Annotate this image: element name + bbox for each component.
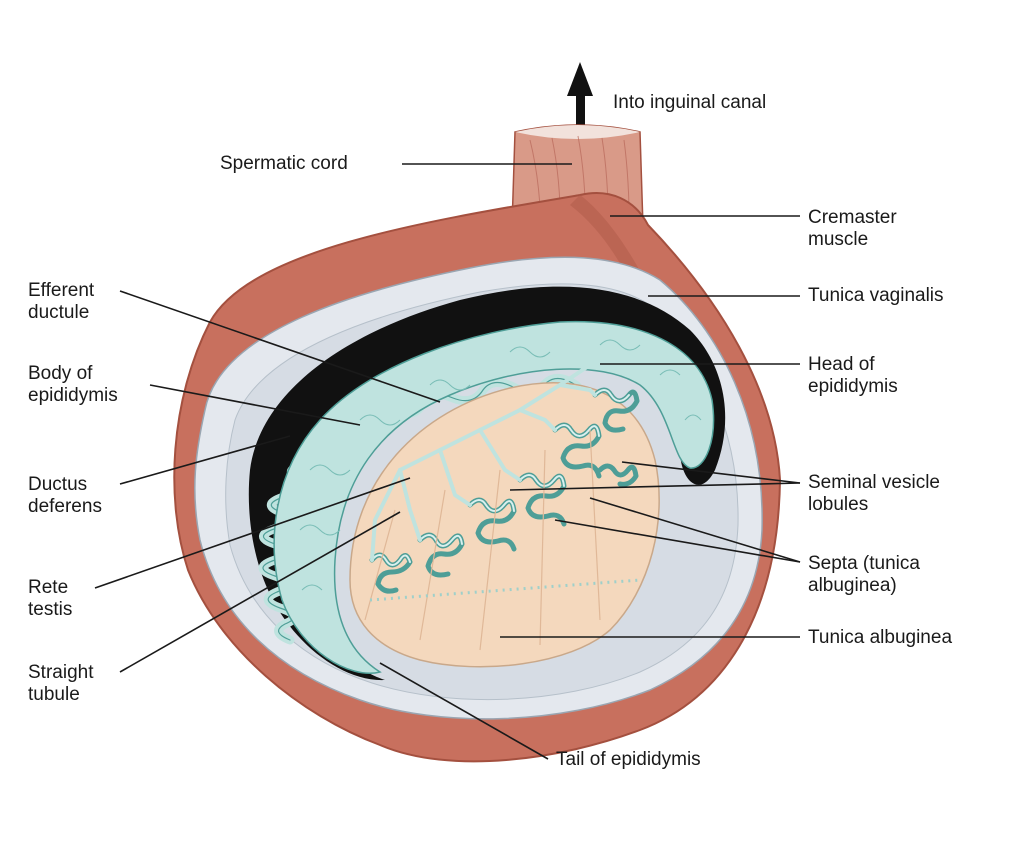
label-efferent-ductule: Efferent ductule: [28, 280, 95, 323]
cavity-shape: [248, 286, 726, 681]
leader-lines: [94, 163, 801, 760]
epididymis-texture: [299, 339, 702, 591]
label-ductus-deferens: Ductus deferens: [28, 474, 102, 517]
label-tunica-albuginea: Tunica albuginea: [808, 627, 953, 648]
testis-lower-dots: [369, 578, 641, 602]
label-head-of-epididymis: Head of epididymis: [808, 354, 898, 397]
label-tunica-vaginalis: Tunica vaginalis: [808, 285, 944, 306]
label-spermatic-cord: Spermatic cord: [220, 153, 348, 174]
septa-lines: [364, 429, 601, 651]
label-into-inguinal-canal: Into inguinal canal: [613, 92, 767, 113]
label-tail-of-epididymis: Tail of epididymis: [556, 749, 701, 770]
arrow-up-icon: [567, 62, 593, 126]
label-straight-tubule: Straight tubule: [28, 662, 94, 705]
label-rete-testis: Rete testis: [28, 577, 73, 620]
label-septa: Septa (tunica albuginea): [808, 553, 920, 596]
rete-testis-network: [370, 363, 597, 562]
label-body-of-epididymis: Body of epididymis: [28, 363, 118, 406]
seminal-vesicle-lobules-inner: [371, 389, 630, 566]
epididymis-shape: [273, 320, 715, 674]
spermatic-cord-top: [515, 125, 640, 139]
label-seminal-vesicle-lobules: Seminal vesicle lobules: [808, 472, 940, 515]
label-cremaster-muscle: Cremaster muscle: [808, 207, 897, 250]
